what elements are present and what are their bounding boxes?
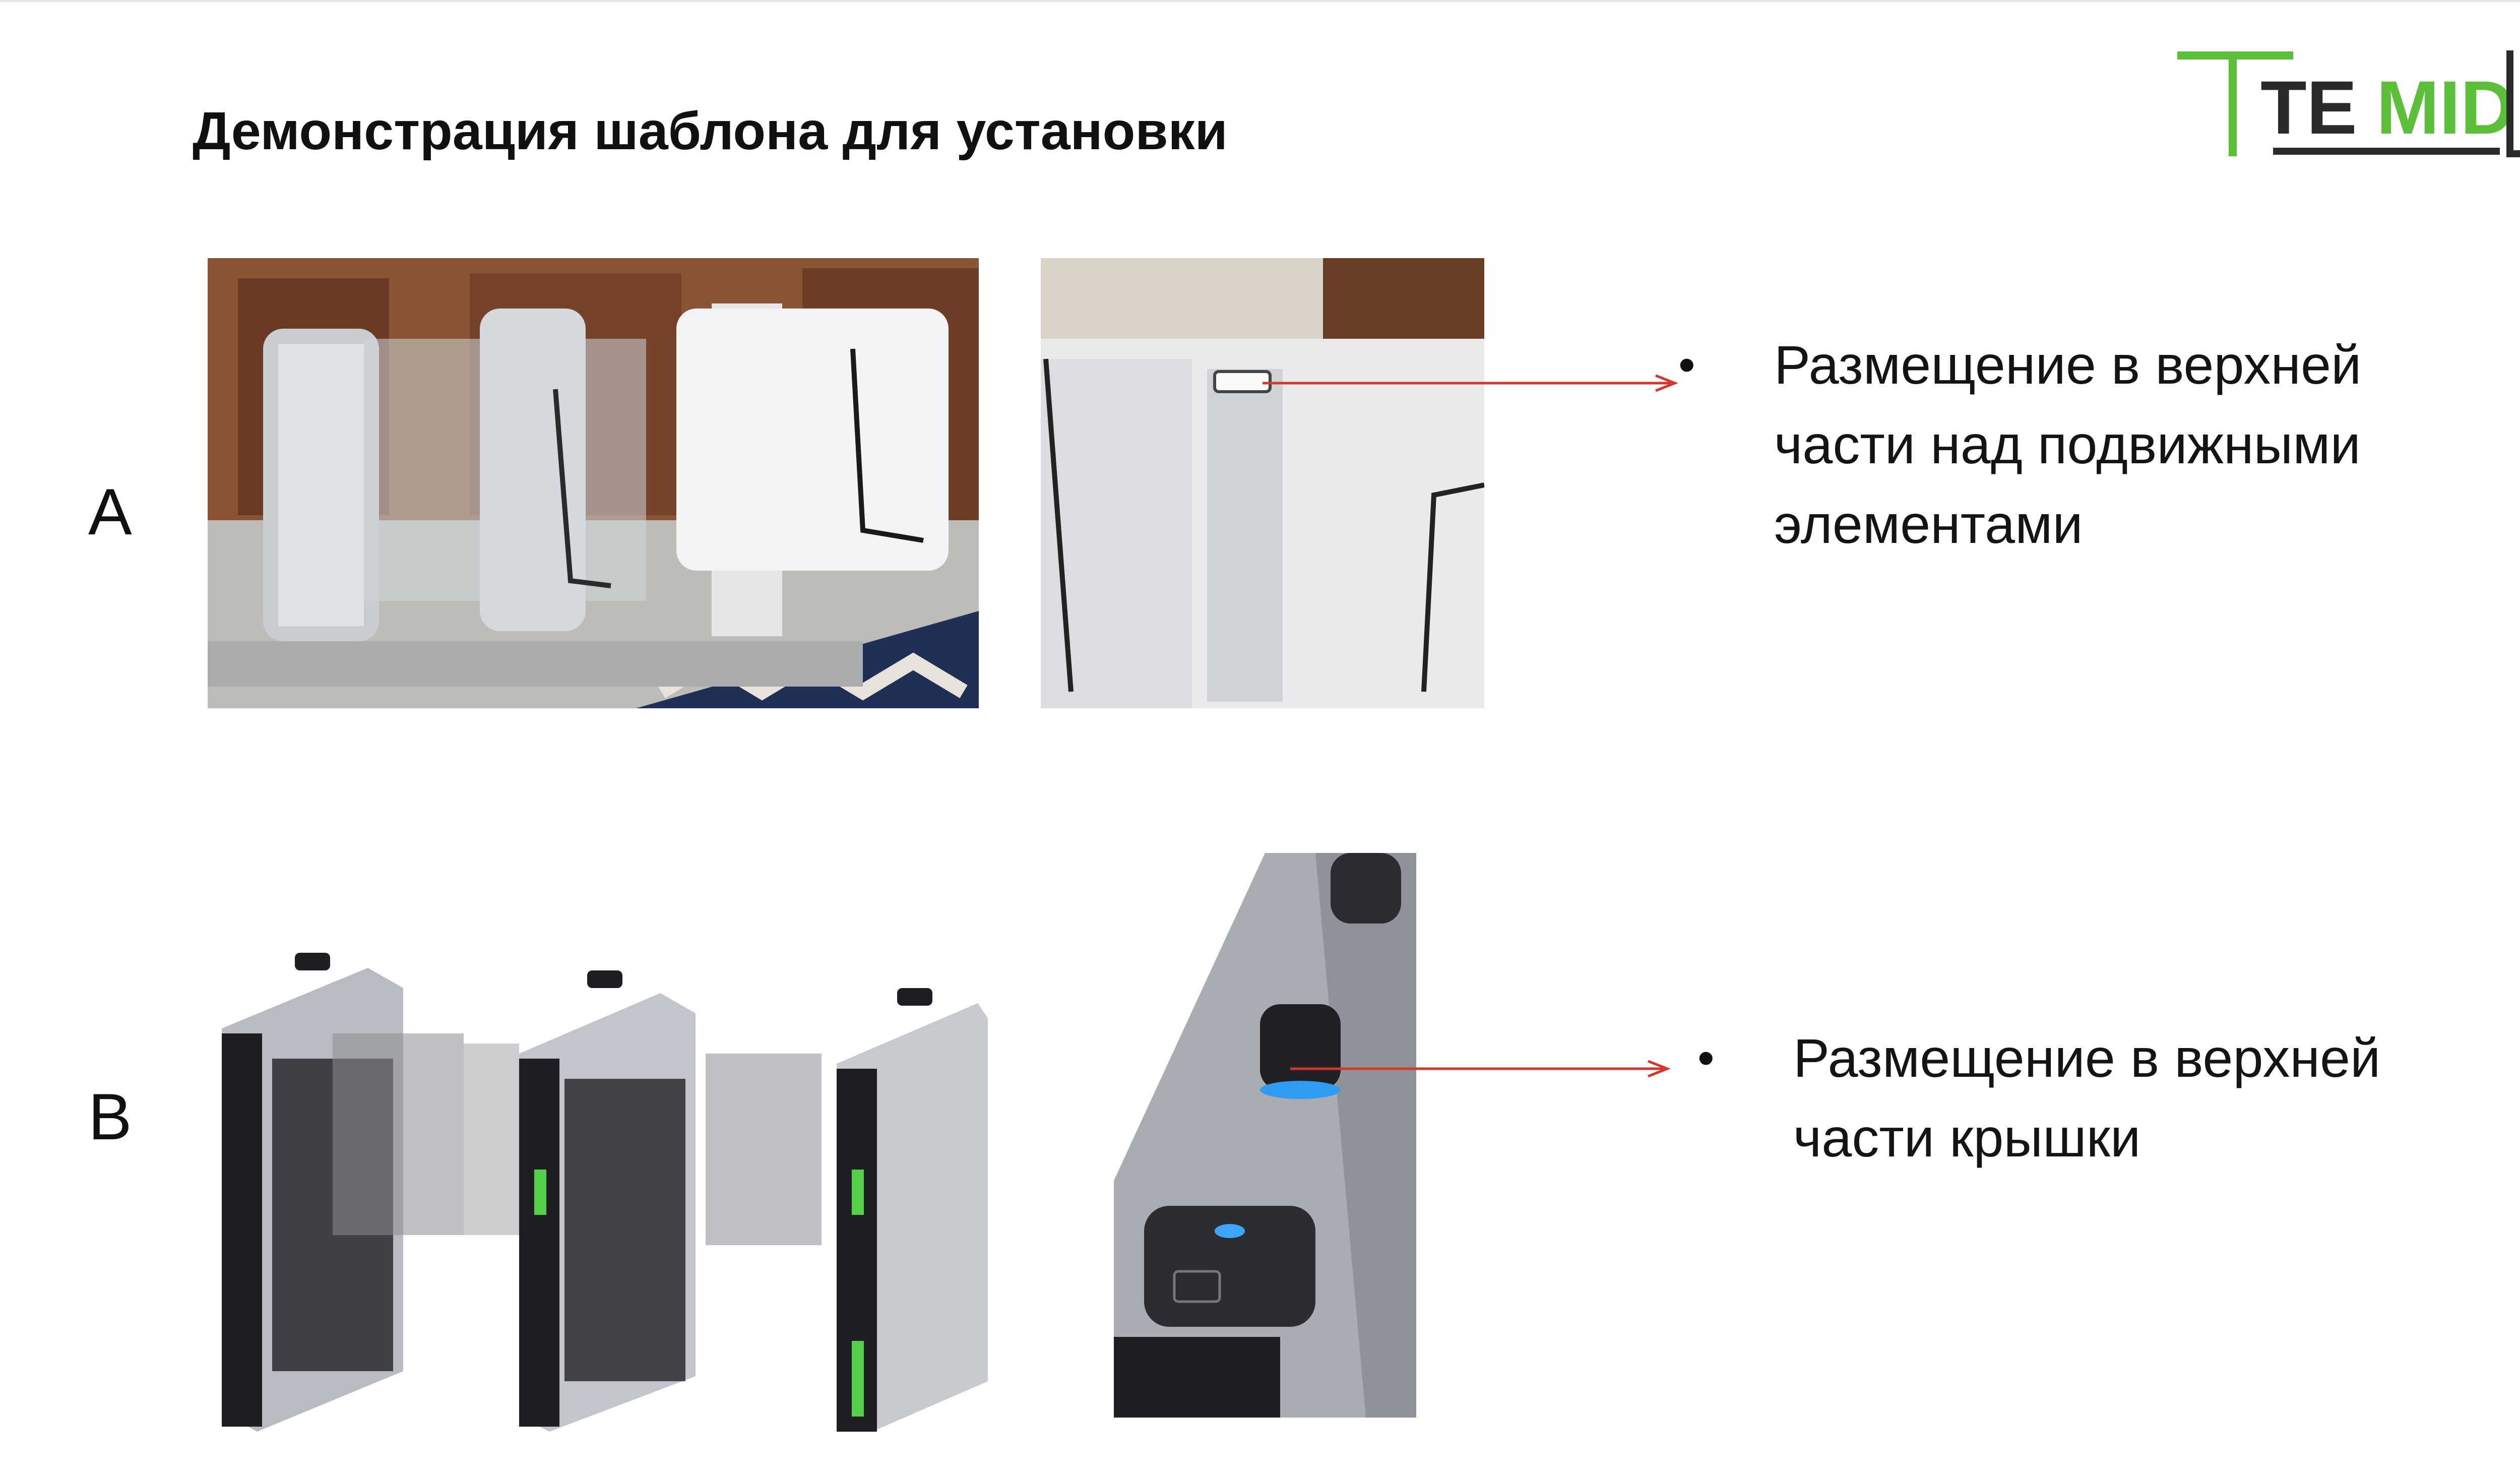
turnstile-closeup-icon bbox=[1041, 258, 1484, 708]
top-divider bbox=[0, 0, 2520, 2]
row-a-label: A bbox=[88, 475, 132, 548]
bullet-marker: • bbox=[1697, 1031, 1715, 1085]
row-a-arrow bbox=[1263, 374, 1678, 392]
logo-text-part1: TE bbox=[2260, 65, 2357, 150]
turnstile-photo-icon bbox=[208, 258, 979, 708]
bullet-marker: • bbox=[1678, 338, 1695, 392]
camera-closeup-icon bbox=[1114, 853, 1416, 1418]
row-a-text: Размещение в верхней части над подвижным… bbox=[1774, 334, 2362, 555]
temid-logo-icon: TE MID bbox=[2177, 50, 2520, 157]
row-b-arrow bbox=[1290, 1060, 1671, 1078]
slide-title: Демонстрация шаблона для установки bbox=[193, 101, 1228, 161]
turnstile-render-icon bbox=[202, 897, 988, 1447]
row-b-label: B bbox=[88, 1080, 132, 1153]
logo-text-part2: MID bbox=[2376, 65, 2515, 150]
temid-logo: TE MID bbox=[2177, 45, 2520, 166]
row-a-description: • Размещение в верхней части над подвижн… bbox=[1678, 325, 2361, 564]
row-b-text: Размещение в верхней части крышки bbox=[1793, 1027, 2381, 1168]
row-b-description: • Размещение в верхней части крышки bbox=[1697, 1018, 2380, 1178]
